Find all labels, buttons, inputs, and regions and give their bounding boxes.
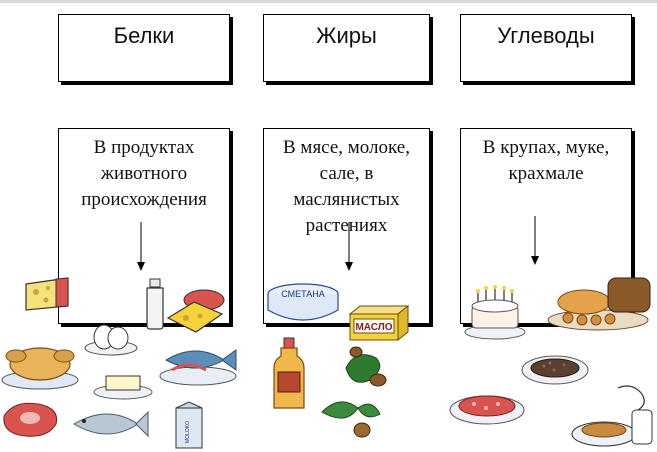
cheese-block-icon: [166, 289, 225, 333]
bread-basket-icon: [547, 277, 651, 331]
arrow-carbs: [531, 216, 539, 265]
header-box-proteins: Белки: [58, 14, 230, 82]
header-box-carbs: Углеводы: [460, 14, 632, 82]
source-line: происхождения: [81, 189, 207, 210]
sour-cream-label: СМЕТАНА: [281, 289, 325, 299]
milk-carton-label: MOLOKO: [185, 421, 191, 443]
source-line: маслянистых: [293, 189, 400, 210]
source-text-fats: В мясе, молоке, сале, в маслянистых раст…: [268, 135, 425, 239]
cheese-wedge-icon: [25, 277, 69, 311]
roast-chicken-icon: [1, 347, 79, 390]
eggs-icon: [84, 324, 138, 356]
arrow-proteins: [137, 222, 145, 271]
fish-icon: [73, 410, 149, 438]
butter-label: МАСЛО: [355, 322, 392, 333]
arrow-fats: [345, 222, 353, 271]
sour-cream-tub-icon: СМЕТАНА: [267, 283, 339, 321]
fish-plate-icon: [159, 349, 237, 386]
buckwheat-plate-icon: [521, 355, 589, 385]
source-text-proteins: В продуктах животного происхождения: [63, 135, 225, 213]
pasta-plate-icon: [449, 395, 525, 425]
source-text-carbs: В крупах, муке, крахмале: [465, 135, 627, 187]
source-line: растениях: [305, 215, 388, 236]
milk-bottle-icon: [146, 278, 164, 330]
top-edge: [0, 0, 657, 3]
source-box-proteins: В продуктах животного происхождения: [58, 128, 230, 324]
source-line: крахмале: [508, 163, 584, 184]
butter-pack-icon: МАСЛО: [348, 304, 410, 342]
source-line: животного: [100, 163, 188, 184]
source-box-carbs: В крупах, муке, крахмале: [460, 128, 632, 324]
porridge-bowl-icon: [571, 385, 653, 447]
meat-steak-icon: [3, 402, 58, 437]
header-box-fats: Жиры: [263, 14, 430, 82]
oil-bottle-icon: [273, 337, 305, 409]
header-proteins: Белки: [113, 23, 175, 48]
header-fats: Жиры: [316, 23, 377, 48]
milk-carton-icon: MOLOKO: [175, 401, 203, 449]
hazelnut-leaves-icon: [321, 401, 381, 438]
source-line: В мясе, молоке,: [283, 137, 410, 158]
header-carbs: Углеводы: [497, 23, 595, 48]
birthday-cake-icon: [464, 285, 526, 340]
source-line: В продуктах: [93, 137, 195, 158]
source-line: В крупах, муке,: [482, 137, 610, 158]
nuts-icon: [345, 346, 387, 387]
butter-dish-icon: [93, 375, 153, 400]
source-line: сале, в: [319, 163, 374, 184]
